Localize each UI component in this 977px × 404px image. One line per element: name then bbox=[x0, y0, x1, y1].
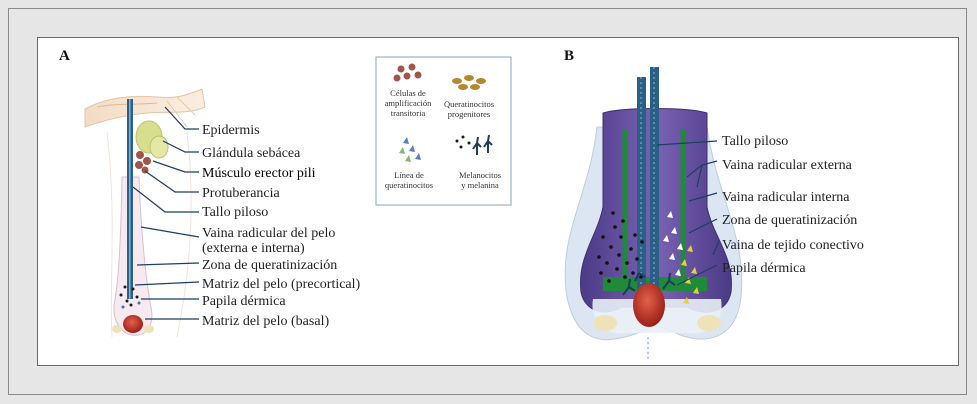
legend-box: Células de amplificación transitoria Que… bbox=[375, 56, 512, 206]
legend-frame bbox=[375, 56, 512, 206]
hair-follicle-figure: A bbox=[59, 48, 864, 359]
legend-melanocytes-line1: Melanocitos bbox=[459, 170, 501, 180]
basal-matrix-right-b bbox=[697, 315, 721, 331]
melanin-dots-b bbox=[597, 211, 644, 283]
transit-cells-icon bbox=[393, 63, 422, 82]
label-root-sheath-line2: (externa e interna) bbox=[202, 241, 305, 256]
label-bulge: Protuberancia bbox=[202, 186, 281, 201]
dermal-papilla-illustration-b bbox=[633, 283, 665, 327]
label-keratinization-zone-b: Zona de queratinización bbox=[722, 213, 857, 228]
label-matrix-basal: Matriz del pelo (basal) bbox=[202, 314, 329, 329]
label-hair-shaft-b: Tallo piloso bbox=[722, 134, 788, 149]
label-root-sheath-line1: Vaina radicular del pelo bbox=[202, 226, 335, 241]
label-hair-shaft-a: Tallo piloso bbox=[202, 205, 268, 220]
basal-matrix-right bbox=[144, 325, 154, 333]
legend-kline-line1: Línea de bbox=[394, 170, 424, 180]
label-keratinization-zone-a: Zona de queratinización bbox=[202, 258, 337, 273]
bulge-cells-illustration bbox=[135, 151, 151, 174]
legend-melanocytes-line2: y melanina bbox=[461, 180, 499, 190]
progenitor-keratinocytes-icon bbox=[452, 75, 486, 90]
label-matrix-precortical: Matriz del pelo (precortical) bbox=[202, 277, 361, 292]
label-erector-muscle: Músculo erector pili bbox=[202, 166, 316, 181]
dermis-outline bbox=[106, 131, 192, 338]
melanocytes-b bbox=[622, 272, 676, 296]
legend-transit-line1: Células de bbox=[390, 88, 426, 98]
label-epidermis: Epidermis bbox=[202, 123, 260, 138]
melanocytes-icon bbox=[455, 134, 493, 155]
legend-progenitor-line1: Queratinocitos bbox=[444, 99, 494, 109]
keratinization-dots bbox=[119, 285, 141, 309]
basal-matrix-left-b bbox=[593, 315, 617, 331]
panel-b-letter: B bbox=[564, 48, 574, 64]
panel-b: B bbox=[564, 48, 864, 359]
legend-transit-line2: amplificación bbox=[385, 98, 432, 108]
label-sebaceous-gland: Glándula sebácea bbox=[202, 146, 301, 161]
label-outer-root-sheath: Vaina radicular externa bbox=[722, 158, 853, 173]
panel-b-leader-lines bbox=[656, 140, 720, 286]
legend-kline-line2: queratinocitos bbox=[385, 180, 433, 190]
dermal-papilla-illustration bbox=[123, 315, 143, 333]
label-connective-sheath: Vaina de tejido conectivo bbox=[722, 238, 864, 253]
hair-shaft-b bbox=[637, 67, 659, 359]
keratinocyte-line-icon bbox=[399, 137, 421, 162]
hair-shaft-highlight bbox=[129, 99, 131, 299]
panel-a-letter: A bbox=[59, 48, 70, 64]
label-dermal-papilla-a: Papila dérmica bbox=[202, 294, 286, 309]
basal-matrix-left bbox=[112, 325, 122, 333]
keratinocyte-triangles-b bbox=[663, 211, 699, 304]
panel-a-leader-lines bbox=[132, 106, 200, 320]
legend-progenitor-line2: progenitores bbox=[448, 109, 491, 119]
label-dermal-papilla-b: Papila dérmica bbox=[722, 261, 806, 276]
legend-transit-line3: transitoria bbox=[391, 108, 426, 118]
panel-a: A bbox=[59, 48, 361, 338]
label-inner-root-sheath: Vaina radicular interna bbox=[722, 190, 850, 205]
